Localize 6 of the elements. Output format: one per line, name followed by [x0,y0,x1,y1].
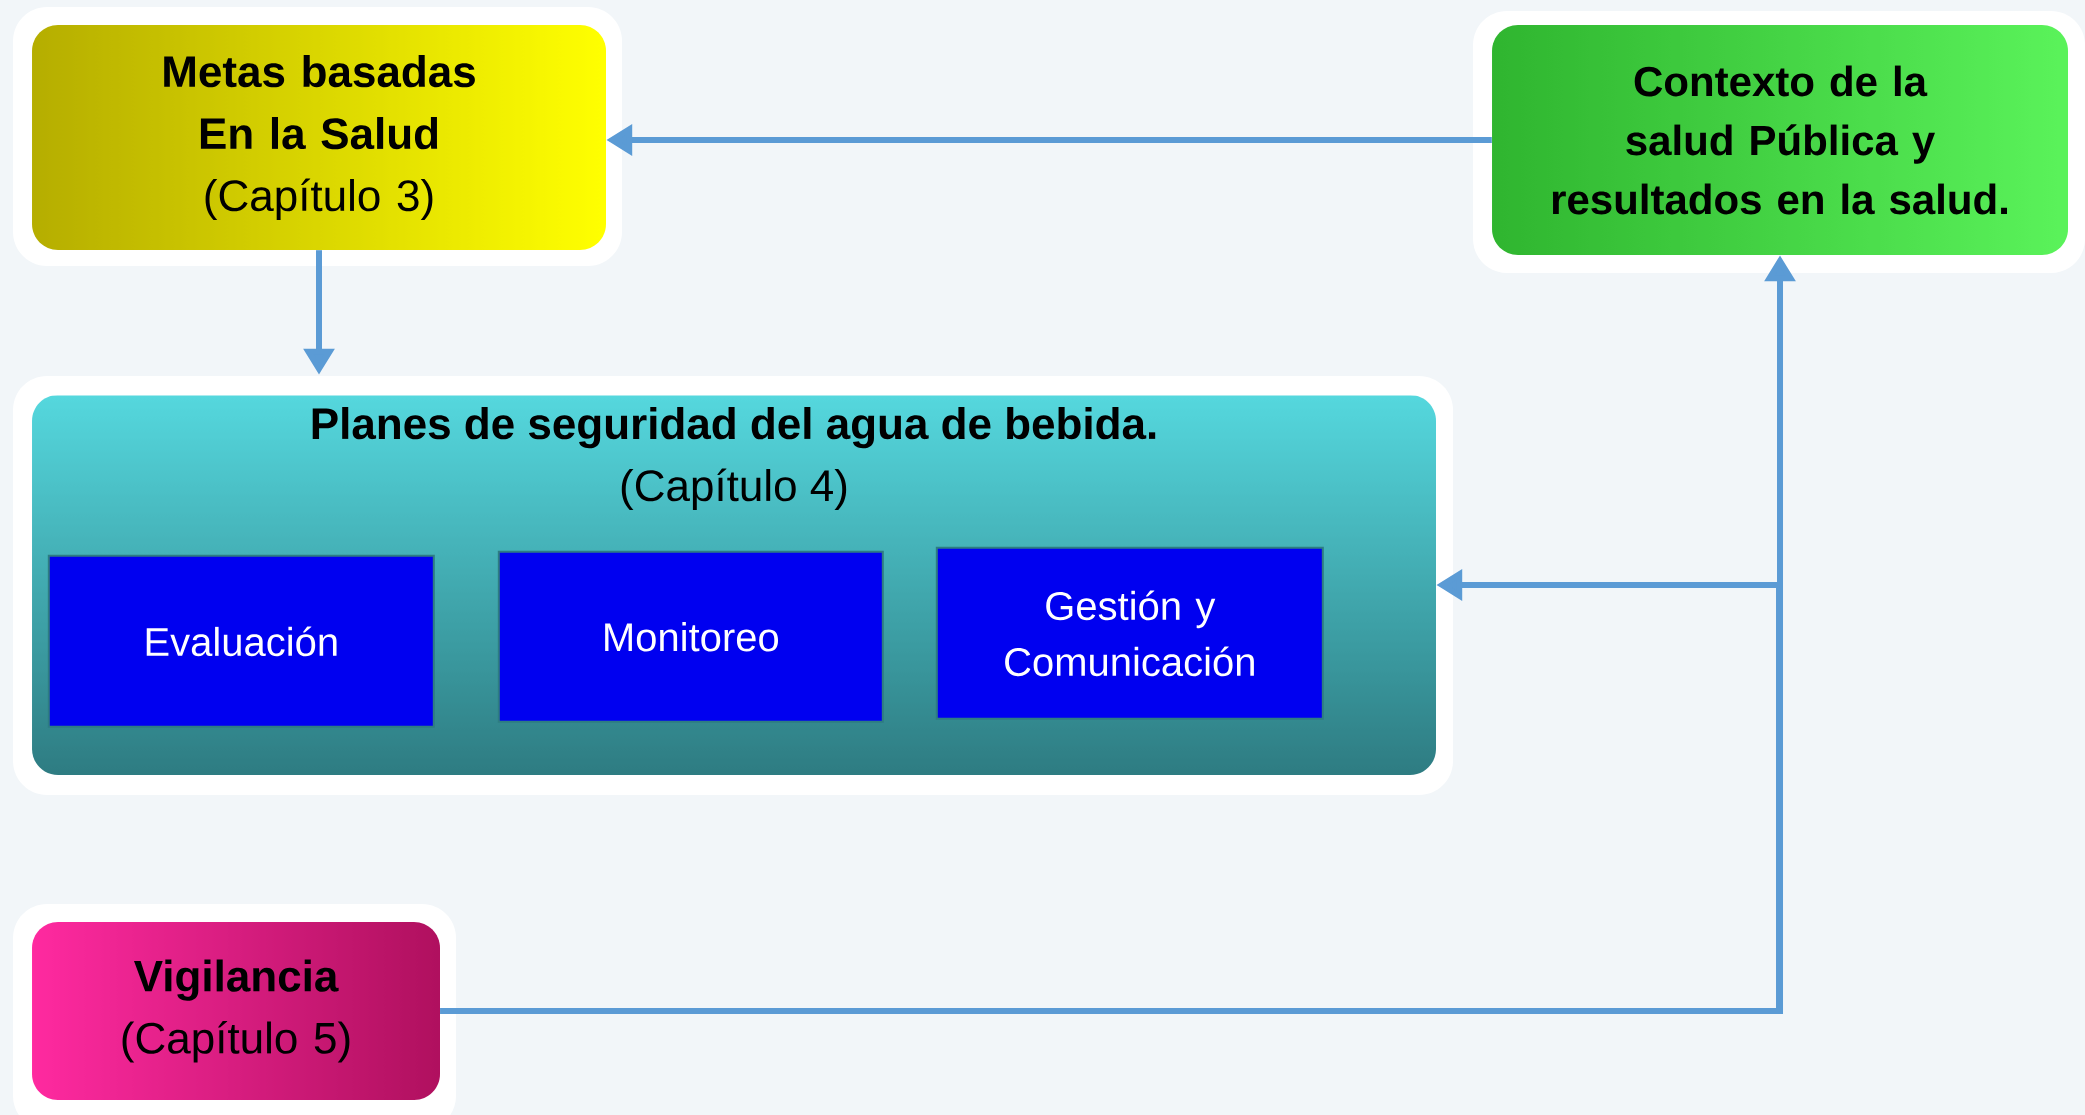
surveillance-box: Vigilancia (Capítulo 5) [13,904,456,1115]
goal-box: Metas basadas En la Salud (Capítulo 3) [13,7,622,266]
step-box: Monitoreo [497,550,884,723]
step-box: Evaluación [47,554,435,728]
step-box: Gestión y Comunicación [935,546,1324,720]
context-box: Contexto de la salud Pública y resultados en la salud. [1473,11,2085,273]
